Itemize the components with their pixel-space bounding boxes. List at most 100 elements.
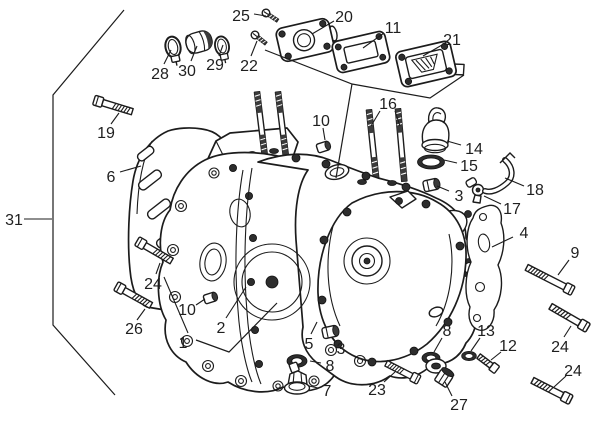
leader-7 [308,385,319,389]
part-27-flanged-bolt [425,358,455,388]
callout-2: 2 [217,320,226,337]
part-24-bolt-right-lower [529,375,575,406]
leader-24 [553,375,567,388]
leader-13 [470,337,481,352]
callout-6: 6 [107,169,116,186]
leader-10 [195,298,206,306]
callout-29: 29 [206,57,224,74]
leader-28 [163,49,172,65]
leader-2 [225,286,247,319]
callout-14: 14 [465,141,483,158]
leader-30 [190,45,198,62]
leader-20 [311,20,335,35]
leader-14 [446,140,462,146]
callout-16: 16 [379,96,397,113]
callout-26: 26 [125,321,143,338]
callout-13: 13 [477,323,495,340]
callout-31: 31 [5,212,23,229]
leader-24 [155,262,161,275]
callout-20: 20 [335,9,353,26]
callout-15: 15 [460,158,478,175]
callout-30: 30 [178,63,196,80]
part-13-washer [461,351,477,361]
reed-group-pointer [335,83,353,179]
leader-25 [253,13,267,17]
construction-lines [52,9,465,396]
callout-7: 7 [323,383,332,400]
leader-5 [310,321,318,335]
leader-9 [557,259,570,276]
leader-18 [504,177,525,187]
leader-16 [370,110,381,127]
callout-10: 10 [312,113,330,130]
leader-8 [433,337,443,353]
callout-8: 8 [326,358,335,375]
part-18-breather-hose [482,152,516,195]
part-5-gasket-line [244,167,262,385]
leader-6 [119,165,142,173]
leader-4 [491,236,514,248]
callout-12: 12 [499,338,517,355]
clutch-cover [317,190,467,368]
reed-group-underline [264,49,465,99]
part-30-sleeve [185,30,213,55]
callout-11: 11 [385,20,402,37]
group-31-bracket [52,9,125,396]
leader-15 [443,159,458,164]
leader-22 [250,40,258,57]
case-group-underline [195,302,278,353]
part-2-gasket-line [235,169,253,383]
leader-8 [309,360,322,364]
leader-23 [383,371,396,383]
part-17-breather-fitting [465,177,485,204]
callout-4: 4 [520,225,529,242]
part-7-drain-plug [283,361,311,395]
callout-3: 3 [455,188,464,205]
leader-19 [110,112,120,125]
part-11-manifold-gasket [331,30,391,74]
leader-29 [218,44,224,57]
leader-16-1 [394,110,401,127]
callout-19: 19 [97,125,115,142]
leader-21 [422,44,443,57]
part-16-stud [365,108,380,182]
part-10-dowel-top [315,139,333,154]
leader-11 [362,32,385,49]
callout-10: 10 [178,302,196,319]
callout-5: 5 [305,336,314,353]
part-14-oil-cap [421,107,450,154]
leader-3 [331,336,337,343]
callout-21: 21 [443,32,461,49]
leader-24 [563,325,572,338]
leader-1 [163,276,189,334]
leader-10 [322,127,326,141]
callout-25: 25 [232,8,250,25]
leader-12 [490,351,502,361]
callout-18: 18 [526,182,544,199]
crankcase-interior-detail [166,163,320,392]
callout-24: 24 [564,363,582,380]
callout-24: 24 [144,276,162,293]
callout-23: 23 [368,382,386,399]
callout-28: 28 [151,66,169,83]
callout-17: 17 [503,201,521,218]
part-19-bolt [91,94,135,118]
callout-3: 3 [337,341,346,358]
callout-24: 24 [551,339,569,356]
part-3-bushing-top [421,177,442,193]
callout-9: 9 [571,245,580,262]
part-9-bolt [523,262,576,297]
part-15-o-ring [417,154,445,170]
part-16-stud [394,107,408,183]
callout-22: 22 [240,58,258,75]
callout-27: 27 [450,397,468,414]
leader-3 [436,185,450,192]
part-21-reed-valve [395,40,465,88]
engine-art [91,7,592,406]
leader-17 [483,195,502,205]
part-4-cover-gasket [465,204,505,331]
leader-27 [444,381,453,397]
